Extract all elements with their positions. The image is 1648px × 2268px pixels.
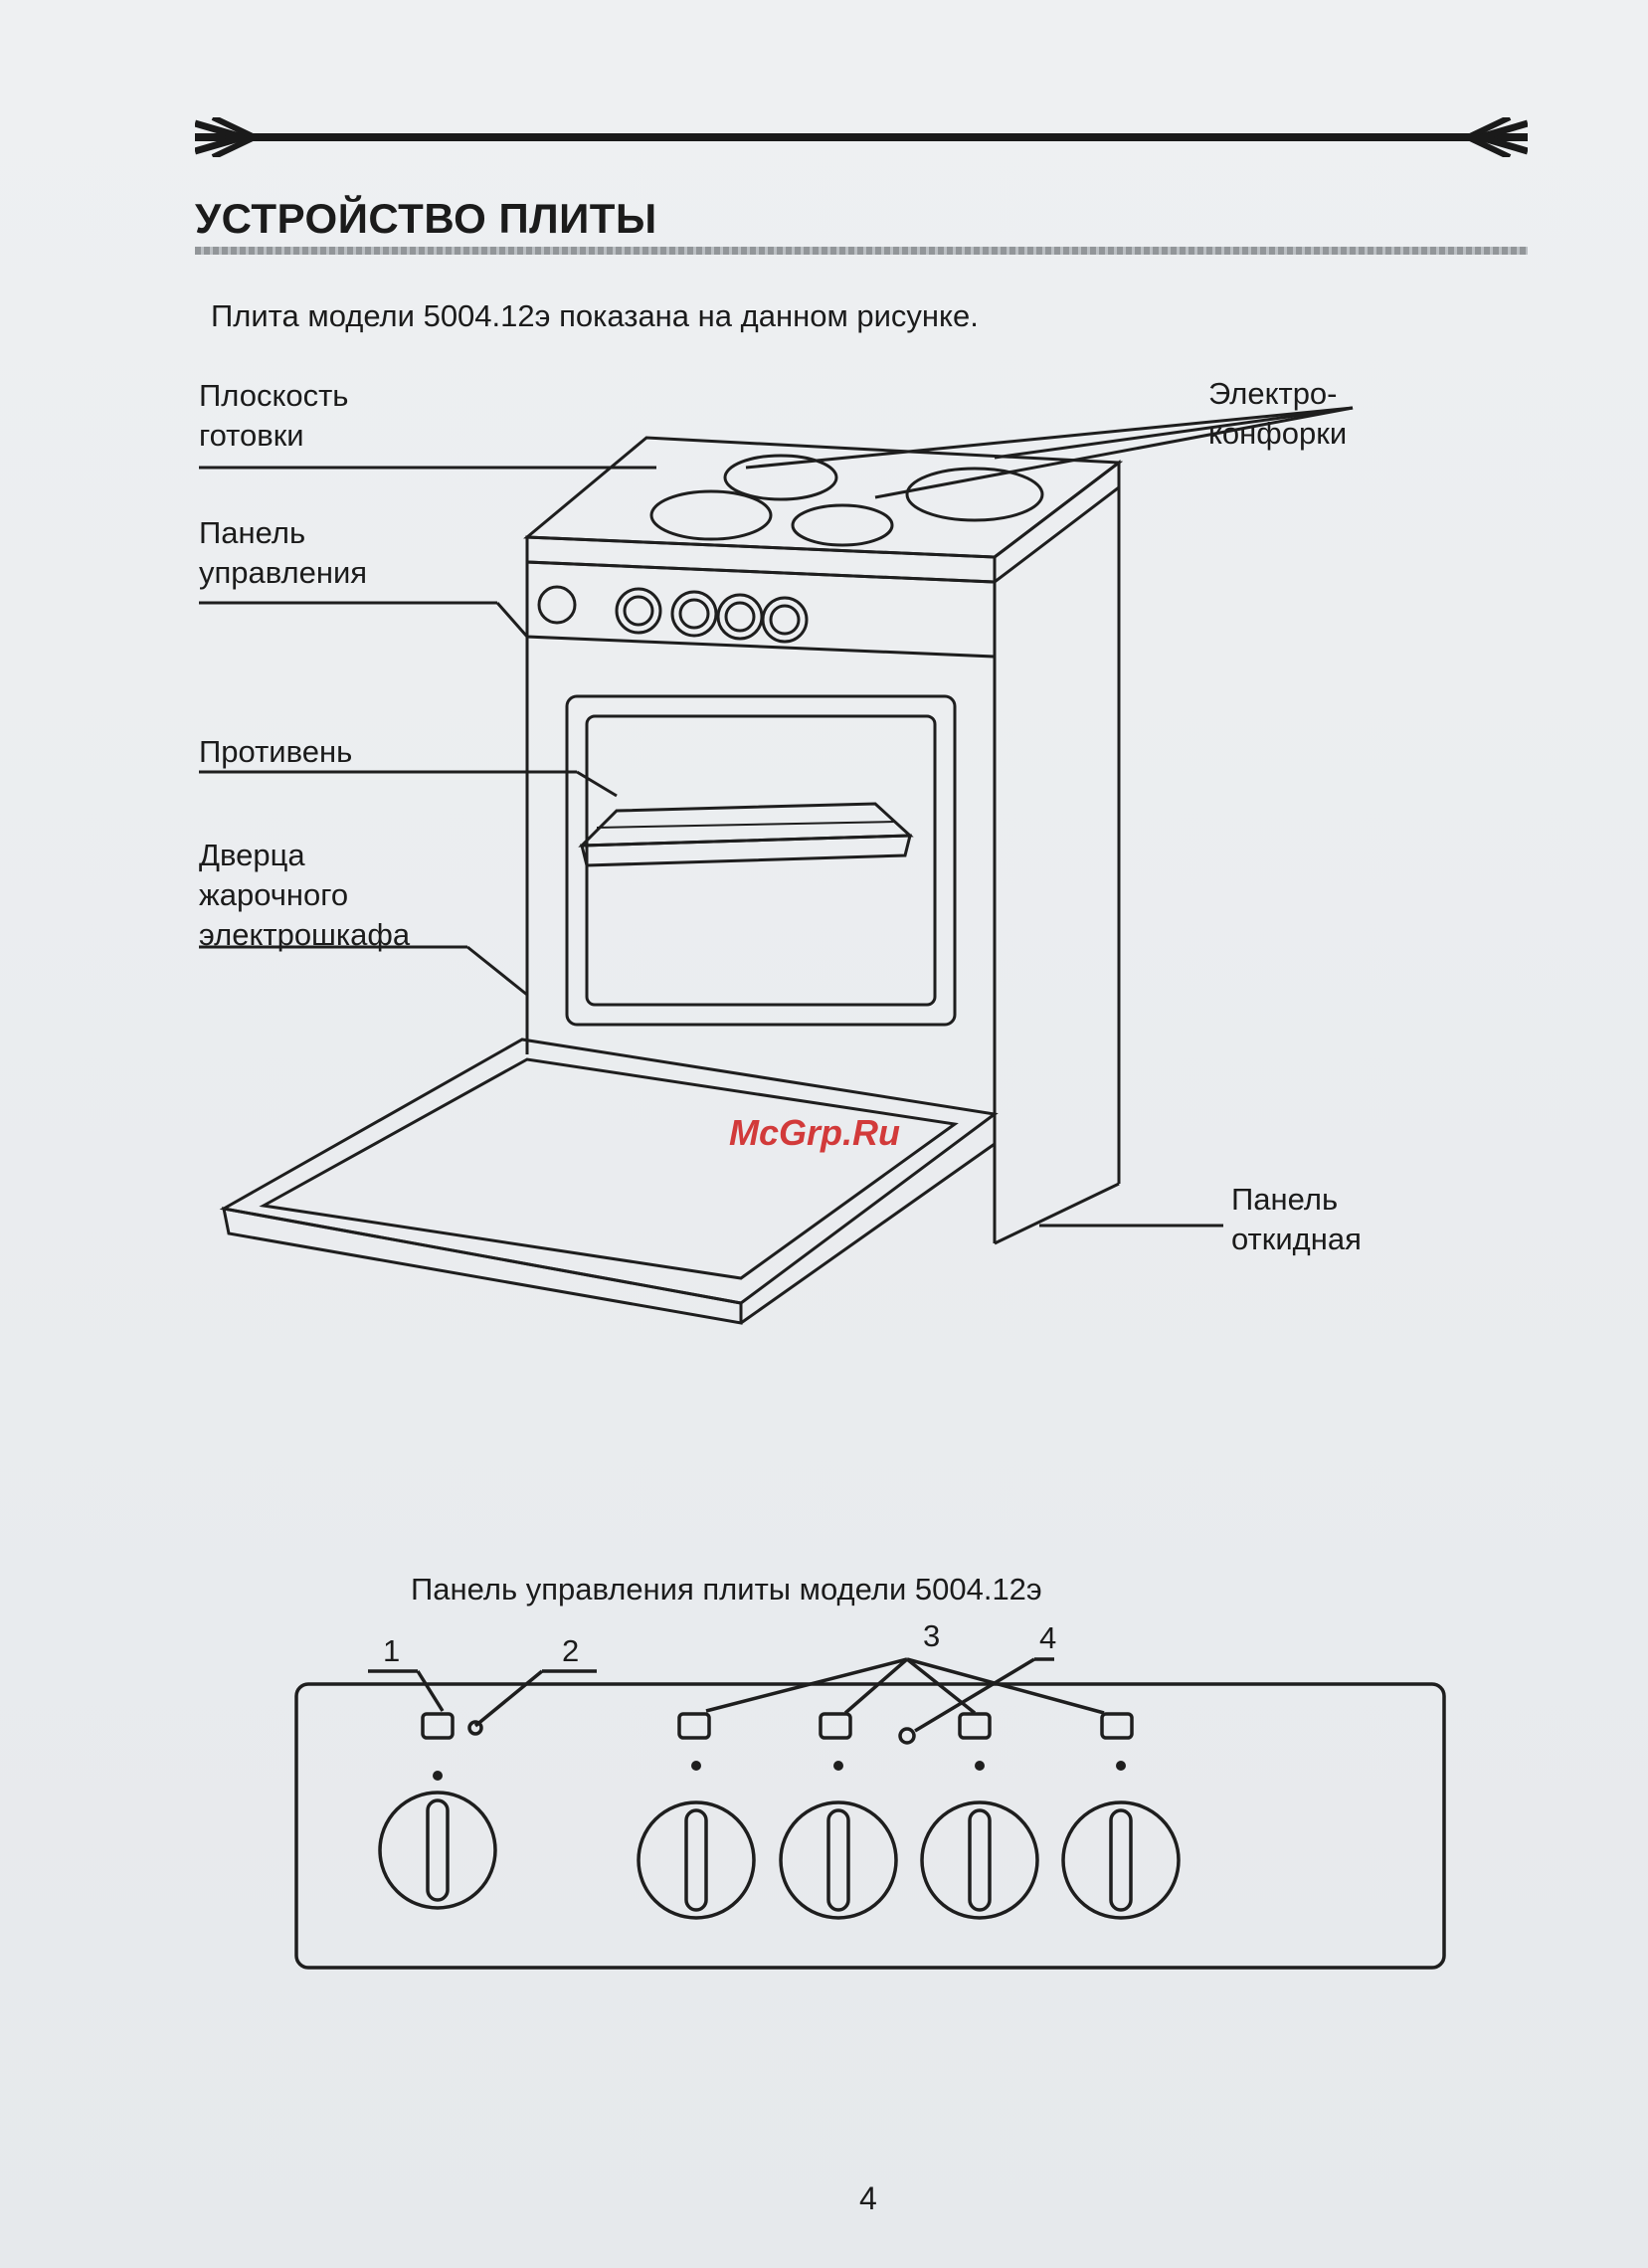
page-number: 4	[859, 2180, 877, 2217]
